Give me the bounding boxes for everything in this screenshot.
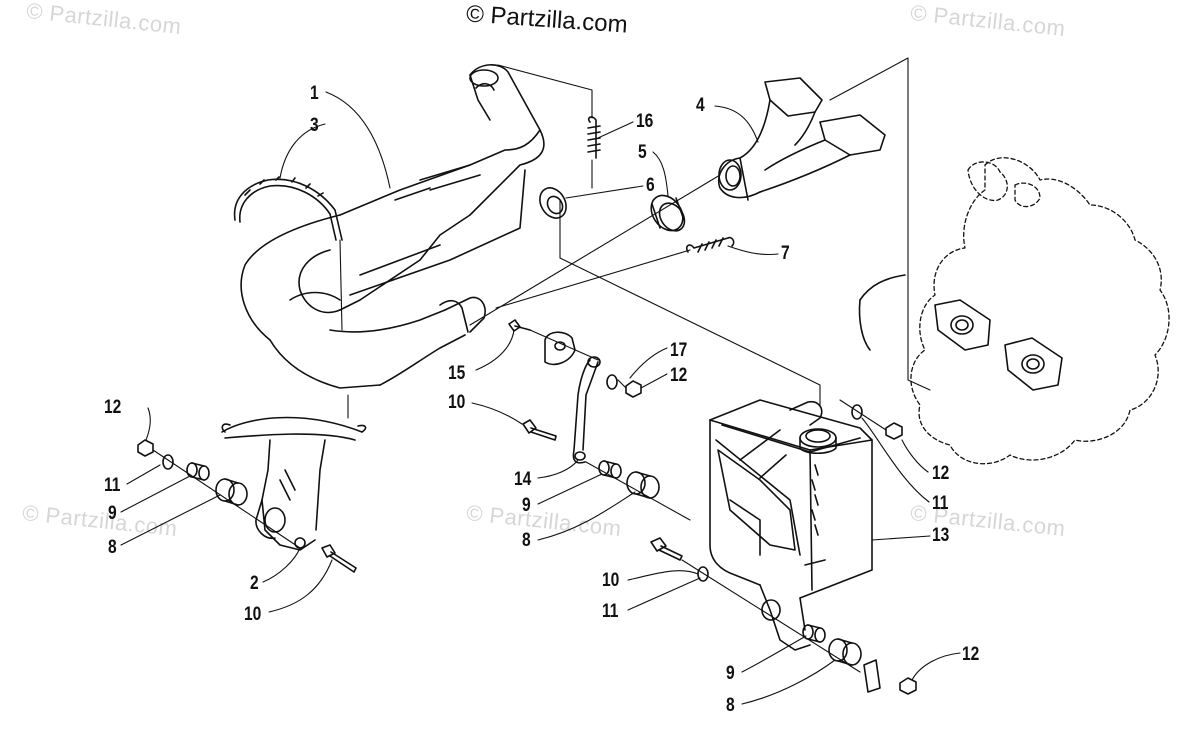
callout-9[interactable]: 9 — [726, 663, 735, 684]
callout-12[interactable]: 12 — [670, 365, 688, 386]
callout-10[interactable]: 10 — [602, 570, 620, 591]
callout-6[interactable]: 6 — [646, 175, 655, 196]
nut-12c — [885, 422, 903, 440]
callout-1[interactable]: 1 — [310, 83, 319, 104]
callout-16[interactable]: 16 — [636, 111, 654, 132]
strap-bracket — [572, 356, 601, 464]
y-manifold — [718, 77, 886, 201]
nut-12b — [625, 380, 642, 398]
callout-13[interactable]: 13 — [932, 525, 950, 546]
expansion-chamber — [240, 64, 545, 389]
callout-15[interactable]: 15 — [448, 363, 466, 384]
callout-10[interactable]: 10 — [448, 392, 466, 413]
grommet — [539, 187, 567, 219]
washer-17 — [606, 374, 618, 390]
nut-12a — [137, 439, 154, 457]
washer-11a — [162, 454, 174, 470]
callout-8[interactable]: 8 — [522, 530, 531, 551]
callout-12[interactable]: 12 — [932, 463, 950, 484]
callout-4[interactable]: 4 — [696, 95, 705, 116]
callout-10[interactable]: 10 — [244, 604, 262, 625]
washer-11b — [851, 404, 863, 420]
bolt-small — [508, 319, 531, 332]
callout-7[interactable]: 7 — [781, 243, 790, 264]
callout-11[interactable]: 11 — [932, 493, 949, 514]
callout-5[interactable]: 5 — [638, 142, 647, 163]
muffler — [709, 399, 873, 651]
assembly-lines — [152, 57, 931, 673]
bolt-10a — [522, 419, 557, 441]
callout-2[interactable]: 2 — [250, 573, 259, 594]
bushing-9c — [802, 624, 826, 643]
engine-bracket-curve — [858, 299, 871, 351]
callout-8[interactable]: 8 — [726, 695, 735, 716]
callout-14[interactable]: 14 — [514, 469, 532, 490]
pipe-bracket — [221, 416, 367, 551]
bolt-10c — [650, 537, 683, 561]
callout-11[interactable]: 11 — [104, 475, 121, 496]
leader-lines — [120, 91, 961, 705]
engine-exhaust-port-right — [1004, 337, 1063, 391]
spring-16 — [587, 116, 601, 159]
callout-12[interactable]: 12 — [104, 397, 122, 418]
rubber-mount-8c — [828, 638, 862, 666]
callout-9[interactable]: 9 — [522, 495, 531, 516]
engine-bracket-curve — [859, 274, 906, 301]
engine-outline — [910, 157, 1170, 465]
callout-12[interactable]: 12 — [962, 644, 980, 665]
callout-8[interactable]: 8 — [108, 537, 117, 558]
spring-7 — [685, 236, 735, 253]
callout-11[interactable]: 11 — [602, 601, 619, 622]
wire-hanger — [233, 176, 343, 241]
washer-11c — [697, 566, 709, 582]
engine-exhaust-port-left — [934, 299, 991, 351]
rubber-mount-8a — [215, 478, 248, 506]
callout-3[interactable]: 3 — [310, 115, 319, 136]
nut-12d — [899, 677, 917, 695]
callout-9[interactable]: 9 — [108, 503, 117, 524]
clamp-ring — [650, 194, 686, 232]
bushing-9a — [186, 462, 210, 481]
tab-clip — [863, 659, 881, 693]
callout-17[interactable]: 17 — [670, 340, 688, 361]
bolt-10b — [321, 544, 357, 573]
